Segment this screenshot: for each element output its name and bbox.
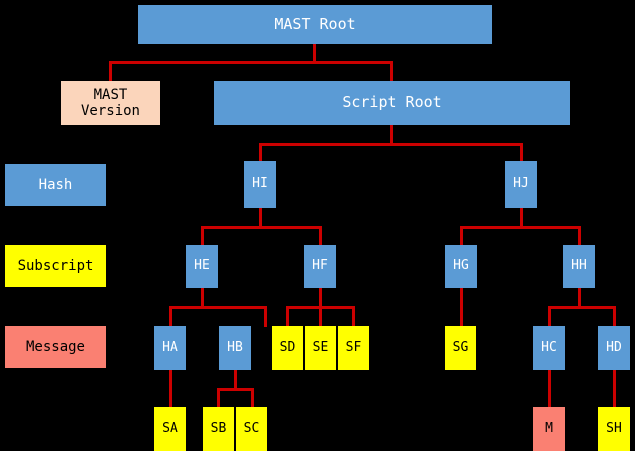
edge-to-script-root [390,61,393,81]
node-hf[interactable]: HF [304,245,336,288]
node-hb[interactable]: HB [219,326,251,370]
edge-hh-to-hd [613,306,616,327]
node-hg[interactable]: HG [445,245,477,288]
edge-hf-to-sf [352,306,355,327]
node-mast-root[interactable]: MAST Root [138,5,492,44]
edge-hh-to-hc [548,306,551,327]
node-sh[interactable]: SH [598,407,630,451]
edge-hj-bar [460,226,581,229]
legend-message: Message [5,326,106,368]
edge-script-root-to-hj [520,143,523,162]
edge-hb-to-sb [217,388,220,408]
edge-hi-to-hf [319,226,322,246]
edge-ha-to-sa [169,370,172,408]
node-ha[interactable]: HA [154,326,186,370]
legend-hash: Hash [5,164,106,206]
edge-hi-stem [259,208,262,228]
edge-hd-to-sh [613,370,616,408]
node-he[interactable]: HE [186,245,218,288]
edge-mast-root-bar-right [313,61,393,64]
node-sf[interactable]: SF [338,326,369,370]
edge-hj-stem [520,208,523,228]
node-hj[interactable]: HJ [505,161,537,208]
edge-hb-to-sc [251,388,254,408]
node-hd[interactable]: HD [598,326,630,370]
node-hc[interactable]: HC [533,326,565,370]
edge-hc-to-m [548,370,551,408]
node-script-root[interactable]: Script Root [214,81,570,125]
edge-he-bar [169,306,267,309]
edge-hf-bar [286,306,354,309]
node-sd[interactable]: SD [272,326,303,370]
node-sb[interactable]: SB [203,407,234,451]
edge-script-root-bar [259,143,523,146]
node-sc[interactable]: SC [236,407,267,451]
node-sg[interactable]: SG [445,326,476,370]
node-sa[interactable]: SA [154,407,186,451]
edge-he-stem [201,288,204,308]
edge-hj-to-hh [578,226,581,246]
node-mast-version[interactable]: MAST Version [61,81,160,125]
edge-hh-bar [548,306,615,309]
edge-hh-stem [578,288,581,308]
edge-hb-bar [217,388,254,391]
node-m[interactable]: M [533,407,565,451]
node-se[interactable]: SE [305,326,336,370]
edge-hb-stem [234,370,237,390]
node-hi[interactable]: HI [244,161,276,208]
edge-script-root-to-hi [259,143,262,162]
node-hh[interactable]: HH [563,245,595,288]
edge-mast-root-stem [313,43,316,63]
edge-he-to-hb [264,306,267,327]
edge-to-mast-version [109,61,112,81]
edge-hj-to-hg [460,226,463,246]
legend-subscript: Subscript [5,245,106,287]
edge-hi-to-he [201,226,204,246]
edge-he-to-ha [169,306,172,327]
edge-script-root-stem [390,124,393,146]
edge-hg-to-sg [460,288,463,327]
edge-hf-to-sd [286,306,289,327]
edge-hi-bar [201,226,322,229]
edge-mast-root-bar [109,61,317,64]
